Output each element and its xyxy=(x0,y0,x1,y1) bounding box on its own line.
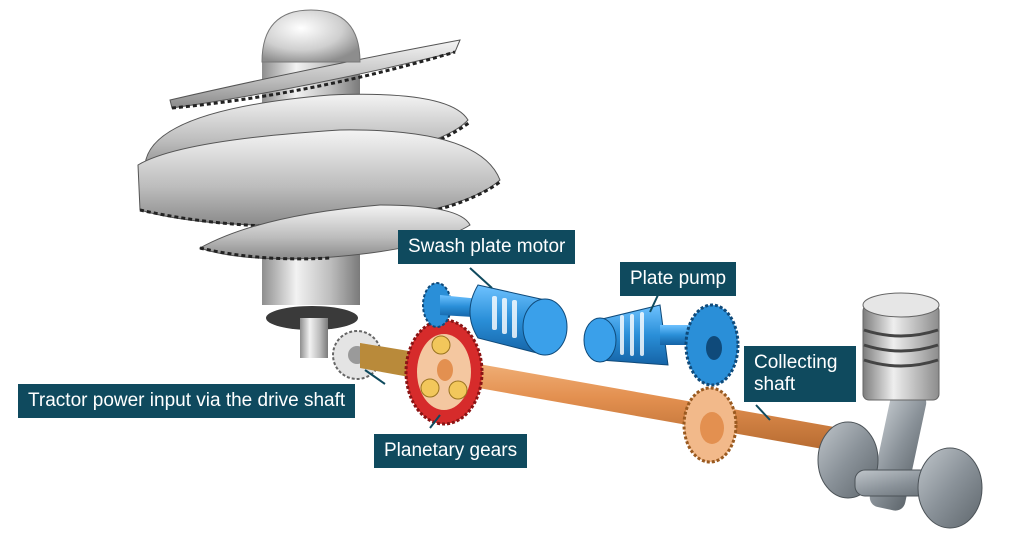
crank-assembly xyxy=(817,292,983,529)
piston-top xyxy=(862,292,940,318)
plate-pump xyxy=(583,303,740,387)
label-collecting-shaft-line2: shaft xyxy=(754,374,796,395)
leader-planetary-gears xyxy=(429,414,441,429)
auger-dome xyxy=(261,9,361,63)
pump-pistons xyxy=(620,312,644,356)
label-tractor-power-input: Tractor power input via the drive shaft xyxy=(18,384,356,418)
crank-disc-right xyxy=(917,447,983,529)
planetary-gear-set xyxy=(404,318,484,426)
planet-gear-3 xyxy=(448,380,468,400)
auger-flight-lower xyxy=(137,129,501,226)
label-collecting-shaft-line1: Collecting xyxy=(754,352,838,373)
motor-face xyxy=(522,298,568,356)
leader-plate-pump xyxy=(649,294,659,313)
auger-flight-bottom-edge xyxy=(199,246,331,261)
piston-rings xyxy=(863,328,939,368)
leader-lines xyxy=(364,267,771,429)
label-collecting-shaft: Collecting shaft xyxy=(744,346,856,402)
leader-swash-plate-motor xyxy=(469,267,493,289)
label-plate-pump: Plate pump xyxy=(620,262,737,296)
motor-pistons xyxy=(492,296,517,338)
sun-gear xyxy=(437,359,453,381)
pump-face xyxy=(583,317,617,363)
planet-gear-1 xyxy=(431,335,451,355)
planet-gear-2 xyxy=(420,378,440,398)
leader-tractor-power xyxy=(364,369,386,385)
drive-shaft-segment xyxy=(360,343,415,378)
pump-gear-hub xyxy=(706,336,722,360)
auger-stub xyxy=(300,318,328,358)
label-swash-plate-motor: Swash plate motor xyxy=(398,230,576,264)
collecting-shaft-gear-hub xyxy=(700,412,724,444)
auger-flight-top xyxy=(169,39,461,109)
label-planetary-gears: Planetary gears xyxy=(374,434,528,468)
auger-flight-top-edge xyxy=(171,50,456,110)
leader-collecting-shaft xyxy=(755,404,771,421)
swash-plate-motor xyxy=(422,282,568,356)
